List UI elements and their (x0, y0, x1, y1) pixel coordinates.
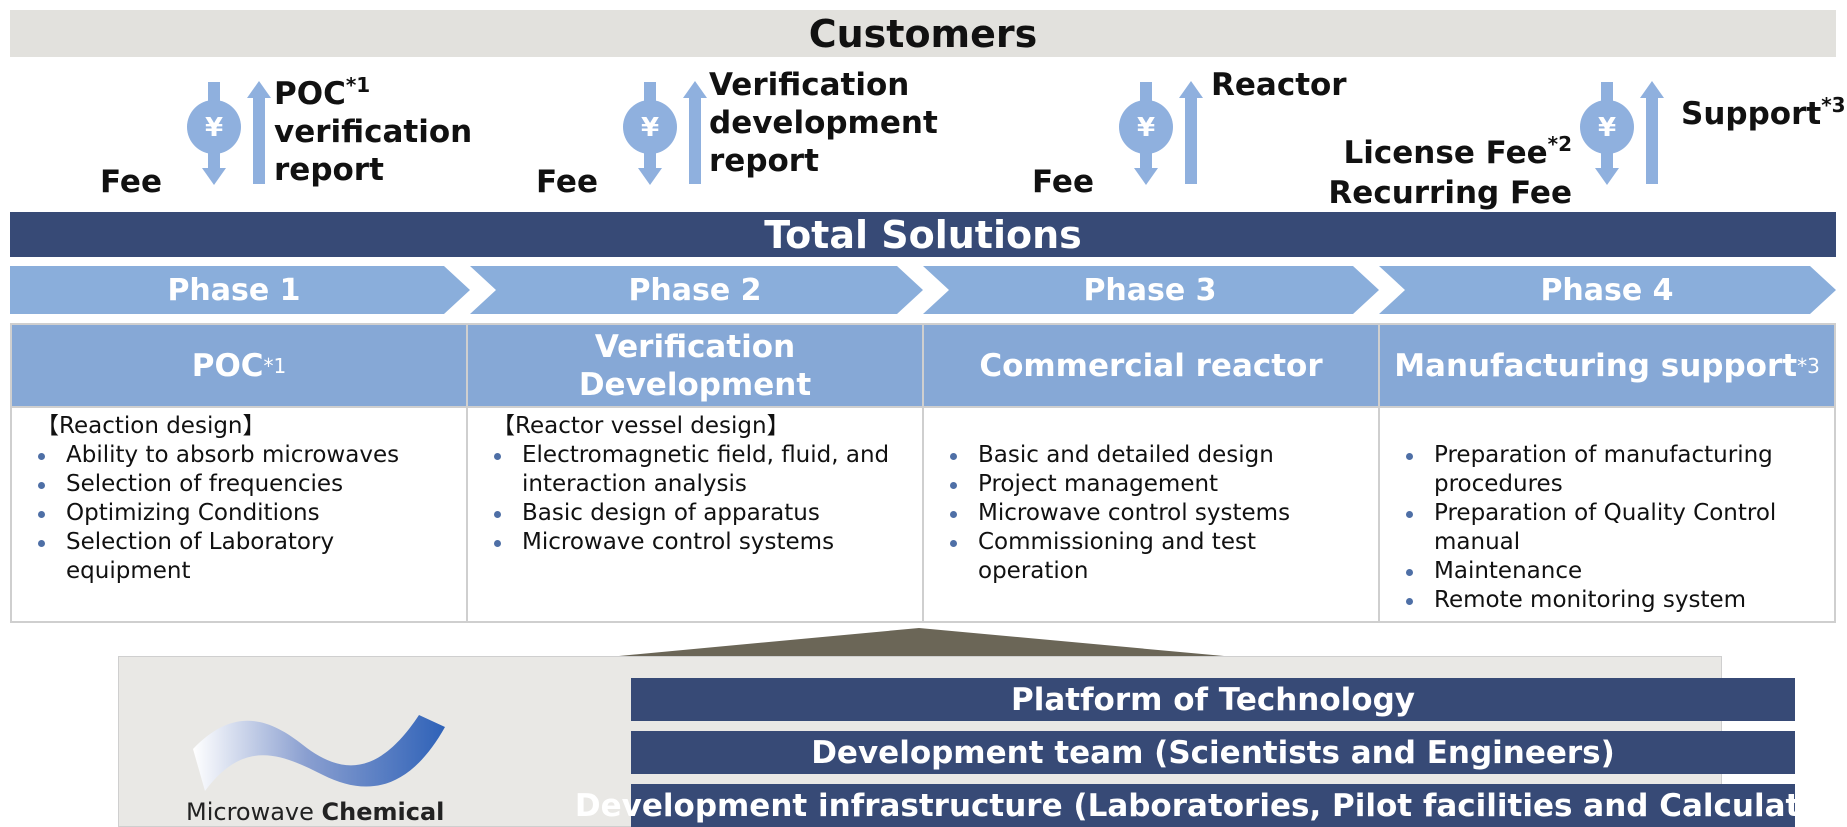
customers-banner: Customers (10, 10, 1836, 57)
list-item: Microwave control systems (482, 528, 912, 557)
column-subheading: 【Reactor vessel design】 (492, 413, 790, 439)
list-item: Optimizing Conditions (26, 499, 456, 528)
yen-coin-icon (623, 100, 677, 154)
up-arrow-icon (683, 81, 707, 98)
list-item: Selection of Laboratory equipment (26, 528, 456, 586)
fee-label-4: License Fee*2 Recurring Fee (1328, 132, 1572, 211)
fee-label-1: Fee (100, 164, 162, 200)
phase-chevron-2 (470, 266, 923, 314)
list-item: Basic and detailed design (938, 441, 1368, 470)
svg-text:¥: ¥ (641, 113, 659, 143)
platform-bar-team: Development team (Scientists and Enginee… (631, 731, 1795, 774)
fee-label-3: Fee (1032, 164, 1094, 200)
company-logo-icon (193, 715, 445, 791)
list-item: Preparation of Quality Control manual (1394, 499, 1824, 557)
deliverable-label-4: Support*3 (1681, 93, 1846, 132)
platform-bar-technology: Platform of Technology (631, 678, 1795, 721)
list-item: Commissioning and test operation (938, 528, 1368, 586)
list-item: Basic design of apparatus (482, 499, 912, 528)
platform-bar-infrastructure: Development infrastructure (Laboratories… (575, 784, 1847, 827)
yen-coin-icon (1580, 100, 1634, 154)
deliverable-label-2: Verification development report (709, 67, 938, 179)
flow-arrows-1: ¥ (187, 81, 271, 185)
column-subheading: 【Reaction design】 (36, 413, 266, 439)
up-arrow-icon (1179, 81, 1203, 98)
total-solutions-label: Total Solutions (764, 212, 1082, 257)
customers-label: Customers (808, 11, 1038, 56)
phase-label-3: Phase 3 (1083, 272, 1217, 308)
phase-chevron-1 (10, 266, 470, 314)
column-title: Verification Development (468, 325, 922, 408)
svg-text:¥: ¥ (1598, 113, 1616, 143)
column-manufacturing-support: Manufacturing support*3 Preparation of m… (1380, 325, 1834, 621)
yen-coin-icon (187, 100, 241, 154)
svg-text:¥: ¥ (1137, 113, 1155, 143)
list-item: Project management (938, 470, 1368, 499)
platform-area: Platform of Technology Development team … (118, 656, 1847, 827)
flow-arrows-3: ¥ (1119, 81, 1203, 185)
list-item: Remote monitoring system (1394, 586, 1824, 615)
deliverable-label-1: POC*1 verification report (274, 73, 473, 188)
phase-chevron-4 (1379, 266, 1836, 314)
yen-coin-icon (1119, 100, 1173, 154)
list-item: Preparation of manufacturing procedures (1394, 441, 1824, 499)
deliverable-label-3: Reactor (1211, 67, 1347, 103)
solutions-grid: POC*1 【Reaction design】 Ability to absor… (10, 323, 1836, 623)
list-item: Selection of frequencies (26, 470, 456, 499)
up-arrow-icon (247, 81, 271, 98)
flow-arrows-2: ¥ (623, 81, 707, 185)
phase-label-4: Phase 4 (1540, 272, 1674, 308)
phase-label-2: Phase 2 (628, 272, 762, 308)
company-logo-text: Microwave Chemical (186, 798, 445, 826)
money-flow-arrows: ¥ ¥ ¥ ¥ (187, 81, 1664, 185)
flow-arrows-4: ¥ (1580, 81, 1664, 185)
column-title: Commercial reactor (924, 325, 1378, 408)
list-item: Maintenance (1394, 557, 1824, 586)
list-item: Electromagnetic field, fluid, and intera… (482, 441, 912, 499)
phase-label-1: Phase 1 (167, 272, 301, 308)
column-commercial-reactor: Commercial reactor Basic and detailed de… (924, 325, 1380, 621)
svg-text:¥: ¥ (205, 113, 223, 143)
up-arrow-icon (1640, 81, 1664, 98)
column-verification-development: Verification Development 【Reactor vessel… (468, 325, 924, 621)
column-poc: POC*1 【Reaction design】 Ability to absor… (12, 325, 468, 621)
column-title: Manufacturing support*3 (1380, 325, 1834, 408)
phase-chevrons (10, 266, 1836, 314)
fee-label-2: Fee (536, 164, 598, 200)
list-item: Ability to absorb microwaves (26, 441, 456, 470)
connector-wedge (619, 628, 1224, 656)
list-item: Microwave control systems (938, 499, 1368, 528)
total-solutions-banner: Total Solutions (10, 212, 1836, 257)
phase-chevron-3 (923, 266, 1379, 314)
column-title: POC*1 (12, 325, 466, 408)
